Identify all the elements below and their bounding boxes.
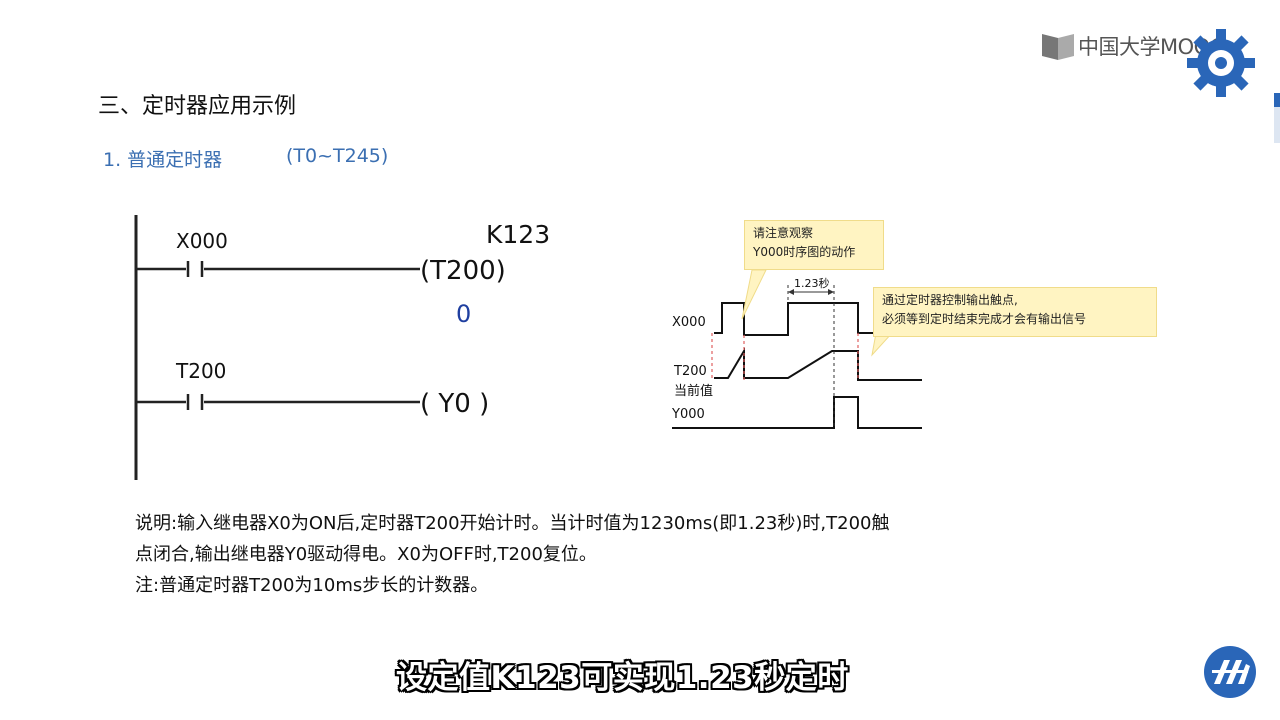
note-output-signal: 通过定时器控制输出触点, 必须等到定时结束完成才会有输出信号 <box>873 287 1157 337</box>
institution-logo-icon <box>1204 646 1256 698</box>
y000-waveform <box>672 396 922 429</box>
contact-x000-label: X000 <box>176 229 228 253</box>
ladder-diagram: X000 K123 (T200) 0 T200 ( Y0 ) <box>134 215 550 480</box>
signal-y000-label: Y000 <box>671 407 705 422</box>
side-tab-marker <box>1274 93 1280 107</box>
signal-t200-label: T200 <box>673 364 707 379</box>
note1-pointer <box>741 269 767 320</box>
side-tab <box>1274 93 1280 143</box>
signal-x000-label: X000 <box>672 315 706 330</box>
description-line-2: 点闭合,输出继电器Y0驱动得电。X0为OFF时,T200复位。 <box>135 544 597 565</box>
contact-t200-label: T200 <box>175 359 226 383</box>
note-observe-y000: 请注意观察 Y000时序图的动作 <box>744 220 884 270</box>
description-block: 说明:输入继电器X0为ON后,定时器T200开始计时。当计时值为1230ms(即… <box>135 508 1215 601</box>
duration-arrow-head-left <box>788 289 794 295</box>
section-title: 三、定时器应用示例 <box>98 94 297 119</box>
description-line-3: 注:普通定时器T200为10ms步长的计数器。 <box>135 575 489 596</box>
note2-line2: 必须等到定时结束完成才会有输出信号 <box>882 312 1087 326</box>
coil-y0-label: ( Y0 ) <box>420 389 489 419</box>
gear-icon <box>1187 29 1255 97</box>
note1-line1: 请注意观察 <box>753 226 814 240</box>
duration-label: 1.23秒 <box>794 276 830 290</box>
duration-arrow-head-right <box>828 289 834 295</box>
timer-range: (T0~T245) <box>286 145 389 167</box>
note2-line1: 通过定时器控制输出触点, <box>882 293 1018 307</box>
signal-t200-sub-label: 当前值 <box>674 383 713 399</box>
k-value-label: K123 <box>486 220 550 249</box>
t200-waveform <box>714 347 922 381</box>
note1-line2: Y000时序图的动作 <box>753 245 856 259</box>
description-line-1: 说明:输入继电器X0为ON后,定时器T200开始计时。当计时值为1230ms(即… <box>135 513 890 534</box>
video-subtitle: 设定值K123可实现1.23秒定时 <box>396 660 849 696</box>
mooc-logo-icon <box>1042 34 1074 60</box>
coil-t200-label: (T200) <box>420 256 506 286</box>
current-value-label: 0 <box>456 300 471 328</box>
sub-title: 1. 普通定时器 <box>103 149 223 171</box>
x000-waveform <box>714 302 920 336</box>
timing-diagram: X000 T200 当前值 Y000 1.23秒 <box>671 269 922 429</box>
